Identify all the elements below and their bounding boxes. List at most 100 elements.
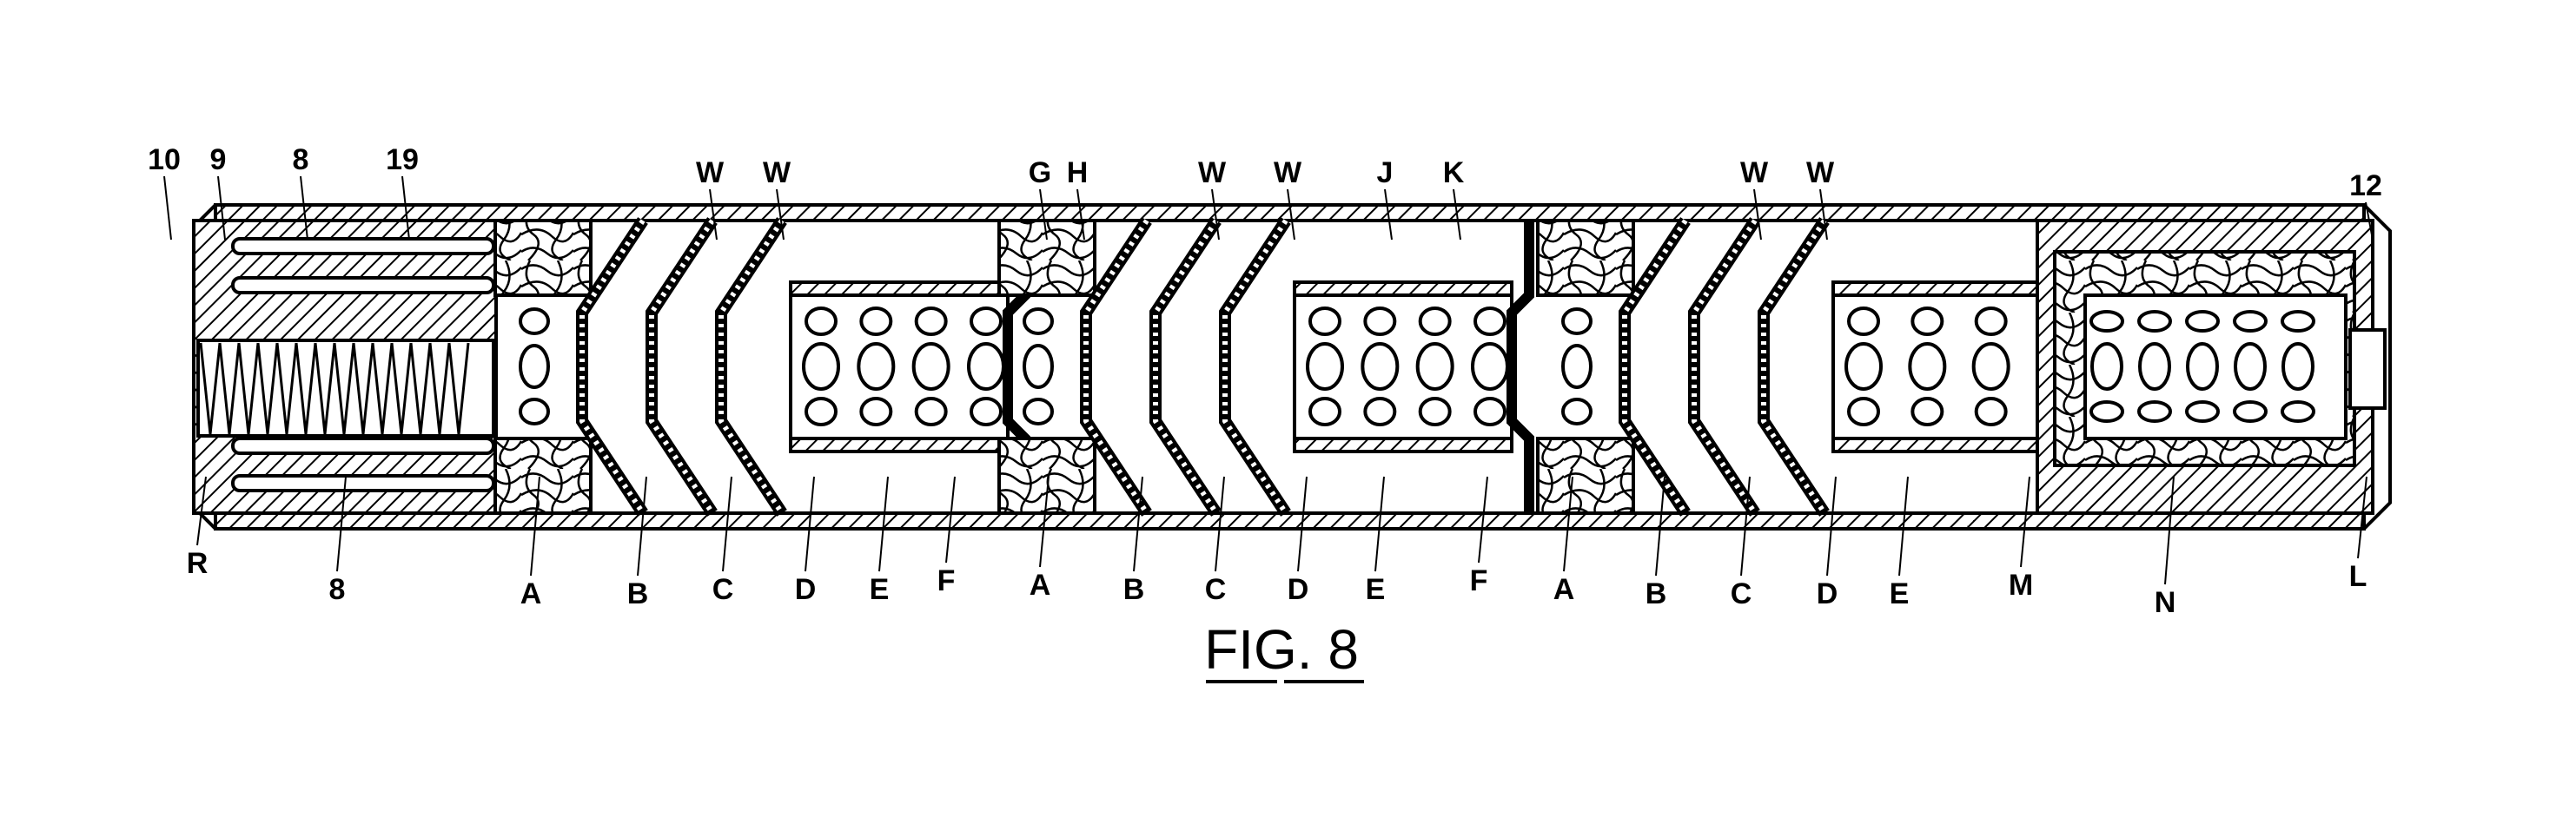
- thread: [237, 342, 260, 435]
- perforation-hole: [1971, 342, 2010, 391]
- thread: [256, 342, 279, 435]
- reference-label: W: [1740, 156, 1769, 189]
- leader-line: [530, 476, 540, 577]
- reference-label: D: [1288, 573, 1309, 606]
- perforation-hole: [2185, 310, 2220, 333]
- perforation-hole: [1974, 397, 2008, 426]
- port-hole: [1561, 307, 1593, 335]
- leader-line: [1374, 476, 1385, 572]
- perforation-hole: [970, 307, 1003, 336]
- leader-line: [1826, 476, 1837, 577]
- perforation-hole: [1306, 342, 1344, 391]
- leader-line: [336, 476, 347, 572]
- perforation-hole: [914, 397, 948, 426]
- port-hole: [1023, 344, 1054, 389]
- perforation-hole: [2234, 342, 2267, 391]
- figure-title: FIG. 8: [1204, 618, 1359, 681]
- reference-label: A: [1030, 569, 1051, 602]
- reference-label: N: [2155, 586, 2176, 619]
- port-hole: [1561, 398, 1593, 425]
- reference-label: A: [1553, 573, 1575, 606]
- leader-line: [776, 188, 785, 241]
- reference-label: F: [1470, 564, 1488, 597]
- reference-label: W: [1274, 156, 1302, 189]
- reference-label: 10: [148, 143, 181, 176]
- perforation-hole: [2138, 342, 2171, 391]
- perforation-hole: [1363, 307, 1397, 336]
- perforation-hole: [1847, 397, 1880, 426]
- reference-label: W: [696, 156, 725, 189]
- perforation-hole: [1910, 307, 1944, 336]
- leader-line: [2365, 201, 2374, 241]
- perforation-hole: [2089, 310, 2124, 333]
- thread: [409, 342, 432, 435]
- thread: [275, 342, 298, 435]
- leader-line: [1898, 476, 1909, 577]
- tube-wall: [789, 437, 1010, 453]
- thread: [390, 342, 413, 435]
- reference-label: E: [1890, 577, 1910, 610]
- leader-line: [1384, 188, 1393, 241]
- thread: [295, 342, 317, 435]
- reference-label: L: [2349, 560, 2367, 593]
- leader-line: [1478, 476, 1488, 564]
- leader-line: [1039, 188, 1048, 241]
- reference-label: 12: [2349, 169, 2382, 202]
- port-hole: [1023, 307, 1054, 335]
- baffle-wall-f: [1507, 221, 1534, 513]
- port-hole: [1023, 398, 1054, 425]
- perforation-hole: [1910, 397, 1944, 426]
- perforation-hole: [2281, 400, 2315, 423]
- perforation-hole: [914, 307, 948, 336]
- leader-line: [196, 476, 207, 546]
- leader-line: [1287, 188, 1295, 241]
- perforation-hole: [802, 342, 840, 391]
- thread: [428, 342, 451, 435]
- baffle-hatch: [1083, 219, 1149, 515]
- perforation-hole: [1361, 342, 1400, 391]
- baffle-hatch: [1153, 219, 1219, 515]
- reference-label: W: [763, 156, 791, 189]
- perforation-hole: [1471, 342, 1509, 391]
- perforation-hole: [1308, 307, 1341, 336]
- muzzle-bore: [2348, 328, 2387, 410]
- perforation-hole: [2186, 342, 2219, 391]
- perforation-hole: [1473, 397, 1507, 426]
- leader-line: [300, 175, 308, 241]
- leader-line: [2164, 476, 2175, 585]
- reference-label: R: [187, 547, 209, 580]
- perforation-hole: [1418, 307, 1452, 336]
- leader-line: [217, 175, 226, 241]
- leader-line: [1740, 476, 1751, 577]
- leader-line: [945, 476, 956, 564]
- thread: [199, 342, 222, 435]
- thread: [371, 342, 394, 435]
- leader-line: [1563, 476, 1573, 572]
- reference-label: 9: [210, 143, 227, 176]
- wool-packing: [997, 219, 1096, 297]
- port-hole: [1561, 344, 1593, 389]
- leader-line: [2020, 476, 2030, 568]
- reference-label: J: [1377, 156, 1394, 189]
- perforation-hole: [1974, 307, 2008, 336]
- reference-label: C: [1205, 573, 1227, 606]
- reference-label: G: [1029, 156, 1051, 189]
- baffle-hatch: [649, 219, 715, 515]
- tube-wall: [1293, 437, 1513, 453]
- baffle-hatch: [1222, 219, 1288, 515]
- reference-label: K: [1443, 156, 1465, 189]
- thread: [218, 342, 241, 435]
- perforation-hole: [967, 342, 1005, 391]
- perforation-hole: [2137, 400, 2172, 423]
- baffle-hatch: [718, 219, 785, 515]
- perforation-hole: [1844, 342, 1883, 391]
- perforation-hole: [1308, 397, 1341, 426]
- leader-line: [878, 476, 889, 572]
- perforation-hole: [2233, 310, 2268, 333]
- cap-bore: [231, 276, 495, 294]
- reference-label: A: [520, 577, 542, 610]
- perforation-hole: [970, 397, 1003, 426]
- leader-line: [401, 175, 410, 241]
- leader-line: [1076, 188, 1085, 241]
